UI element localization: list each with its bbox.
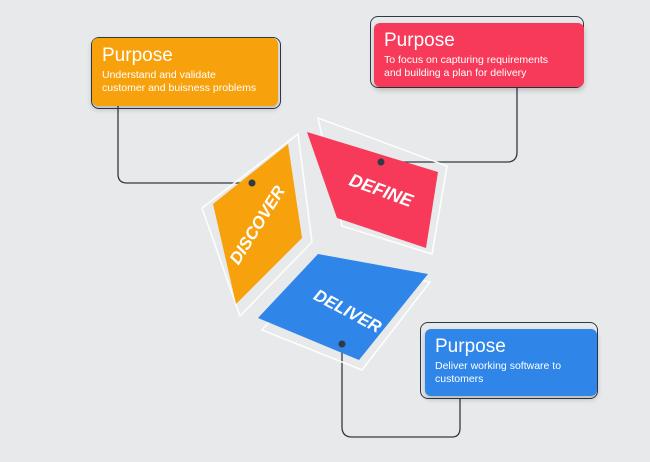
deliver-card-line-2: customers	[435, 373, 484, 385]
discover-tile: DISCOVER	[201, 132, 313, 318]
deliver-card-heading: Purpose	[435, 336, 506, 357]
deliver-purpose-card: Purpose Deliver working software to cust…	[425, 329, 597, 396]
connector-deliver	[341, 344, 461, 438]
discover-card-line-1: Understand and validate	[102, 69, 216, 81]
connector-define	[381, 88, 518, 163]
define-card-heading: Purpose	[384, 30, 455, 51]
define-card-line-1: To focus on capturing requirements	[384, 54, 549, 66]
connector-discover	[117, 106, 252, 184]
discover-card-line-2: customer and buisness problems	[102, 82, 257, 94]
discover-card-heading: Purpose	[102, 45, 173, 66]
connector-dot-deliver	[338, 340, 346, 348]
define-tile: DEFINE	[307, 116, 448, 256]
deliver-card-outline	[420, 322, 598, 399]
discover-purpose-card: Purpose Understand and validate customer…	[92, 38, 278, 106]
deliver-tile: DELIVER	[258, 254, 432, 371]
discover-card-outline	[91, 37, 281, 109]
define-purpose-card: Purpose To focus on capturing requiremen…	[374, 23, 584, 87]
deliver-card-line-1: Deliver working software to	[435, 360, 562, 372]
connector-dot-define	[377, 158, 385, 166]
define-card-line-2: and building a plan for delivery	[384, 67, 527, 79]
connector-dot-discover	[248, 179, 256, 187]
